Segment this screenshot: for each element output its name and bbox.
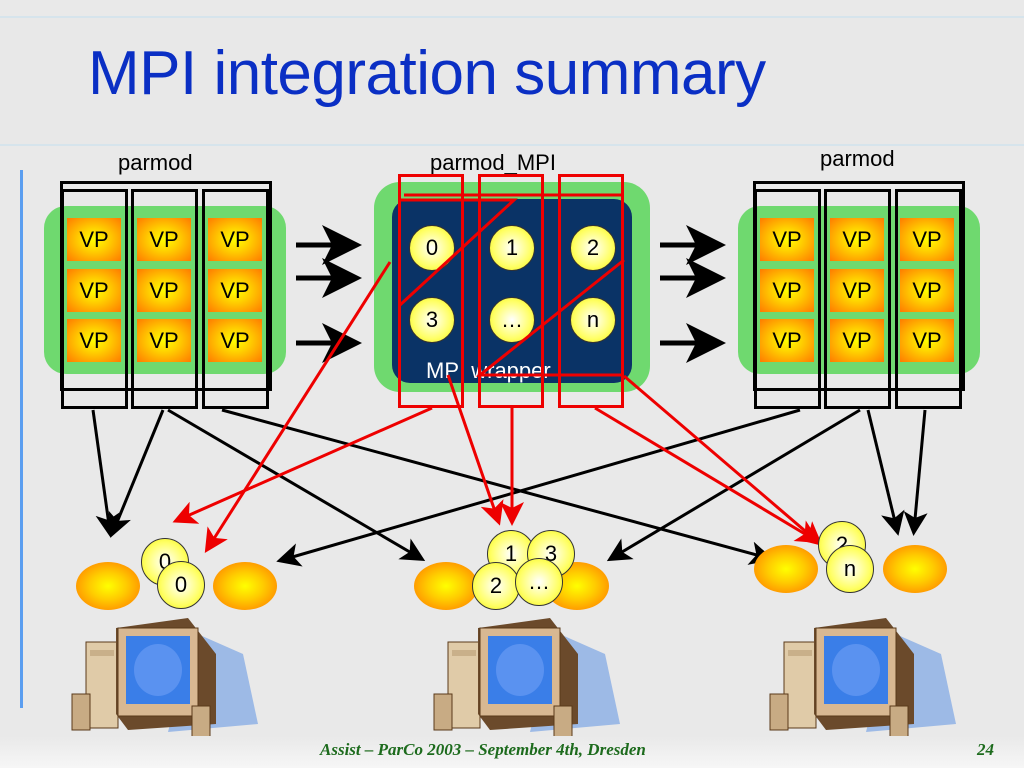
vp-cell: VP xyxy=(67,319,121,362)
left-accent-bar xyxy=(20,170,23,708)
mapping-line xyxy=(167,408,426,562)
vp-cell: VP xyxy=(208,269,262,312)
mapping-line xyxy=(108,409,165,538)
mapping-line xyxy=(91,409,120,538)
red-column-2 xyxy=(478,174,544,408)
mapping-line xyxy=(866,409,905,536)
right-column-3 xyxy=(895,189,962,409)
mpi-process-ball: … xyxy=(489,297,535,343)
wrapper-diagonals xyxy=(398,193,625,377)
node-vp-ellipse xyxy=(76,562,140,610)
vp-cell: VP xyxy=(830,319,884,362)
vp-cell: VP xyxy=(760,218,814,261)
mpi-mapping-line xyxy=(204,261,392,554)
page-number: 24 xyxy=(977,740,994,759)
mapping-line xyxy=(606,408,861,562)
vp-cell: VP xyxy=(208,218,262,261)
node-process-ball: 2 xyxy=(472,562,520,610)
mpi-mapping-lines xyxy=(172,261,823,554)
vp-cell: VP xyxy=(900,218,954,261)
vp-cell: VP xyxy=(67,269,121,312)
mapping-line xyxy=(221,408,774,565)
left-column-1 xyxy=(61,189,128,409)
vp-cell: VP xyxy=(900,319,954,362)
mpi-process-ball: 1 xyxy=(489,225,535,271)
vp-cell: VP xyxy=(760,269,814,312)
mapping-line xyxy=(903,409,928,536)
red-column-1 xyxy=(398,174,464,408)
left-parmod-label: parmod xyxy=(118,150,193,175)
node-vp-ellipse xyxy=(213,562,277,610)
node-vp-ellipse xyxy=(414,562,478,610)
red-diagonal xyxy=(398,198,518,307)
center-parmod-label: parmod_MPI xyxy=(430,150,556,175)
vp-cell: VP xyxy=(67,218,121,261)
mpi-mapping-line xyxy=(446,374,504,526)
vp-cell: VP xyxy=(208,319,262,362)
vp-cell: VP xyxy=(760,319,814,362)
mpi-process-ball: n xyxy=(570,297,616,343)
mapping-line xyxy=(276,408,801,567)
node-vp-ellipse xyxy=(883,545,947,593)
vp-cell: VP xyxy=(137,319,191,362)
computer-icon xyxy=(71,618,258,739)
vp-cell: VP xyxy=(830,218,884,261)
mpi-process-ball: 2 xyxy=(570,225,616,271)
right-parmod-label: parmod xyxy=(820,146,895,171)
node-process-ball: … xyxy=(515,558,563,606)
node-vp-ellipse xyxy=(754,545,818,593)
slide-title: MPI integration summary xyxy=(88,39,766,108)
left-column-3 xyxy=(202,189,269,409)
vp-cell: VP xyxy=(900,269,954,312)
computer-icon xyxy=(433,618,620,739)
flow-arrows xyxy=(296,225,726,363)
computer-icon xyxy=(769,618,956,739)
node-process-ball: n xyxy=(826,545,874,593)
vp-cell: VP xyxy=(137,218,191,261)
left-column-2 xyxy=(131,189,198,409)
vp-mapping-lines xyxy=(91,408,928,567)
footer-text: Assist – ParCo 2003 – September 4th, Dre… xyxy=(320,740,646,759)
red-column-3 xyxy=(558,174,624,408)
footer-band xyxy=(0,736,1024,768)
right-column-1 xyxy=(754,189,821,409)
mpi-wrapper-label: MPI wrapper xyxy=(426,358,551,383)
mpi-process-ball: 3 xyxy=(409,297,455,343)
title-band xyxy=(0,16,1024,146)
vp-cell: VP xyxy=(137,269,191,312)
node-process-ball: 0 xyxy=(157,561,205,609)
mpi-mapping-line xyxy=(623,374,823,546)
mpi-process-ball: 0 xyxy=(409,225,455,271)
vp-cell: VP xyxy=(830,269,884,312)
mpi-mapping-line xyxy=(172,406,433,524)
mpi-mapping-line xyxy=(594,406,821,544)
red-diagonal xyxy=(475,258,625,377)
right-column-2 xyxy=(824,189,891,409)
